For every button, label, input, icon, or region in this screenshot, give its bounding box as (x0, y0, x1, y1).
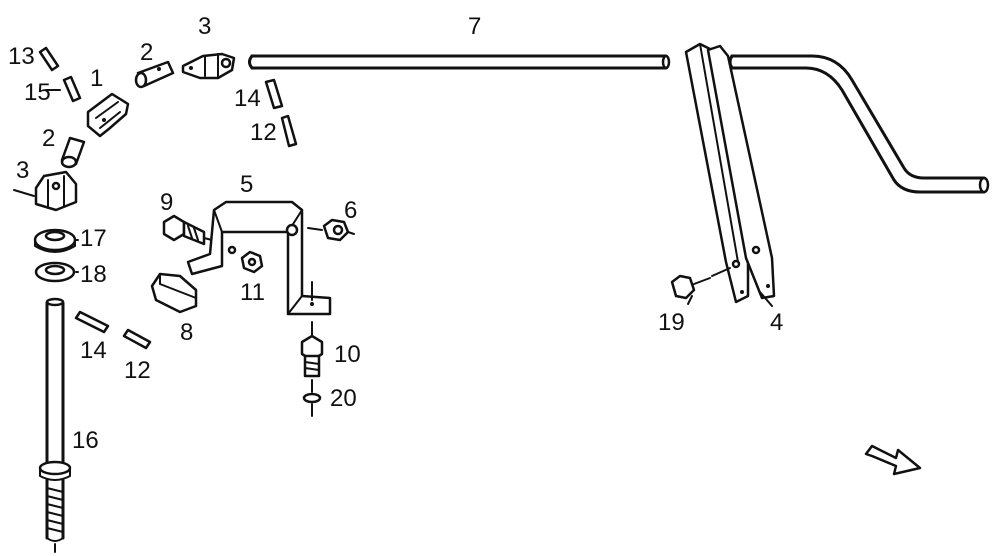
part-18-washer (34, 261, 76, 283)
label-17: 17 (80, 225, 107, 252)
label-4: 4 (770, 309, 783, 336)
part-6-nut (307, 218, 355, 242)
part-7-rod (248, 54, 671, 70)
part-14-pin-lower (74, 310, 110, 334)
leader-17-18 (75, 239, 79, 273)
label-15: 15 (24, 79, 51, 106)
part-20-washer (302, 379, 322, 417)
part-13-pin (38, 46, 60, 72)
label-2-top: 2 (140, 39, 153, 66)
label-1: 1 (90, 65, 103, 92)
label-8: 8 (180, 319, 193, 346)
label-6: 6 (344, 197, 357, 224)
label-19: 19 (658, 309, 685, 336)
part-10-bolt (300, 321, 324, 378)
part-2-pin-top (134, 60, 175, 89)
label-10: 10 (334, 341, 361, 368)
part-2-pin-left (60, 136, 86, 169)
part-5-bracket (186, 200, 332, 316)
label-12-upper: 12 (250, 119, 277, 146)
label-3-left: 3 (16, 157, 29, 184)
label-16: 16 (72, 427, 99, 454)
part-14-pin-upper (264, 78, 284, 110)
part-1-coupling (86, 92, 130, 138)
label-14-upper: 14 (234, 85, 261, 112)
label-14-lower: 14 (80, 337, 107, 364)
part-11-nut (240, 250, 264, 274)
part-12-pin-lower (122, 328, 152, 350)
label-7: 7 (468, 13, 481, 40)
label-9: 9 (160, 189, 173, 216)
leader-4 (759, 291, 773, 307)
part-crank-rod (728, 54, 990, 194)
part-3-clevis-top (181, 52, 236, 80)
part-4-arms (684, 42, 776, 304)
part-9-bolt (162, 214, 213, 246)
part-12-pin-upper (280, 114, 298, 148)
label-18: 18 (80, 261, 107, 288)
label-5: 5 (240, 171, 253, 198)
arrow-right-down-icon (864, 444, 922, 476)
part-15-pin (45, 75, 82, 103)
leader-3-left (13, 189, 35, 197)
label-20: 20 (330, 385, 357, 412)
part-8-plate (150, 272, 198, 314)
label-13: 13 (8, 43, 35, 70)
leader-19 (687, 295, 693, 305)
label-11: 11 (240, 279, 265, 306)
part-3-clevis-left (34, 170, 78, 212)
label-12-lower: 12 (124, 357, 151, 384)
part-19-bolt (670, 267, 731, 300)
part-17-washer (33, 228, 77, 253)
label-2-left: 2 (42, 125, 55, 152)
part-16-shaft (38, 297, 72, 553)
label-3-top: 3 (198, 13, 211, 40)
